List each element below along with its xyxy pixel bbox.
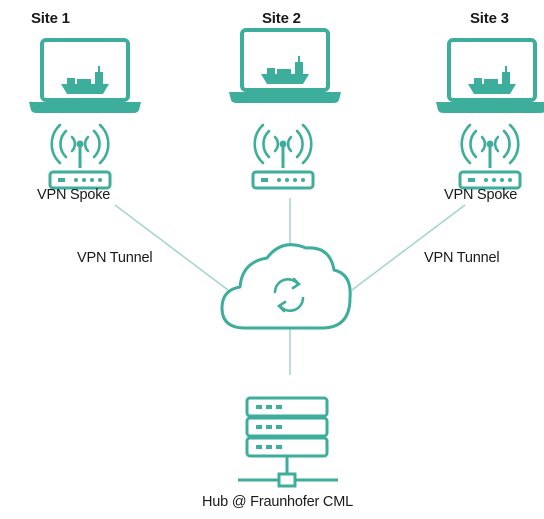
site-1-vpn-tunnel-label: VPN Tunnel <box>77 250 153 266</box>
site-1-laptop-icon <box>27 38 143 115</box>
sync-icon <box>273 277 305 313</box>
site-1-vpn-spoke-label: VPN Spoke <box>37 187 111 203</box>
tunnel-line-site3 <box>351 204 466 291</box>
site-3-laptop-icon <box>434 38 544 115</box>
site-3-wifi-icon <box>460 123 520 170</box>
site-1-wifi-icon <box>50 123 110 170</box>
site-2-wifi-icon <box>253 123 313 170</box>
site-3-vpn-tunnel-label: VPN Tunnel <box>424 250 500 266</box>
site-2-router-icon <box>251 170 315 190</box>
hub-label: Hub @ Fraunhofer CML <box>202 494 353 510</box>
site-3-label: Site 3 <box>470 10 509 27</box>
site-1-label: Site 1 <box>31 10 70 27</box>
site-2-label: Site 2 <box>262 10 301 27</box>
tunnel-line-site1 <box>114 204 229 291</box>
site-3-vpn-spoke-label: VPN Spoke <box>444 187 518 203</box>
site-1-router-icon <box>48 170 112 190</box>
site-3-router-icon <box>458 170 522 190</box>
server-icon <box>238 396 338 488</box>
cloud-icon <box>220 243 352 330</box>
site-2-laptop-icon <box>227 28 343 105</box>
